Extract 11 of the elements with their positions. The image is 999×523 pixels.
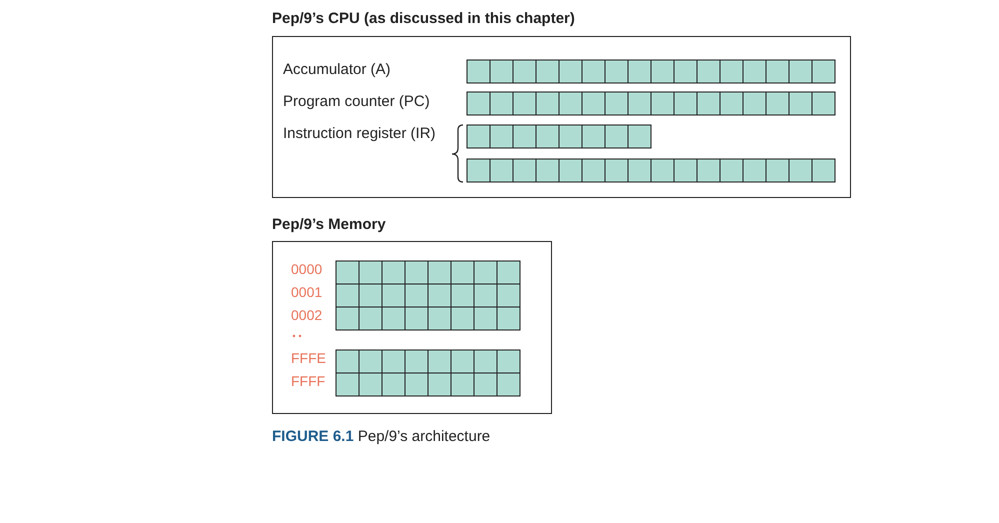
figure-caption: FIGURE 6.1 Pep/9’s architecture <box>272 428 490 445</box>
panel-heading: Pep/9’s CPU (as discussed in this chapter) <box>272 10 575 27</box>
register-label: Accumulator (A) <box>283 61 391 78</box>
memory-address: 0001 <box>291 284 322 300</box>
memory-address: 0002 <box>291 307 322 323</box>
register-label: Program counter (PC) <box>283 93 430 110</box>
register-label: Instruction register (IR) <box>283 125 436 142</box>
memory-address: FFFF <box>291 373 326 389</box>
memory-address: 0000 <box>291 261 322 277</box>
memory-address: FFFE <box>291 350 326 366</box>
panel-heading: Pep/9’s Memory <box>272 216 386 233</box>
